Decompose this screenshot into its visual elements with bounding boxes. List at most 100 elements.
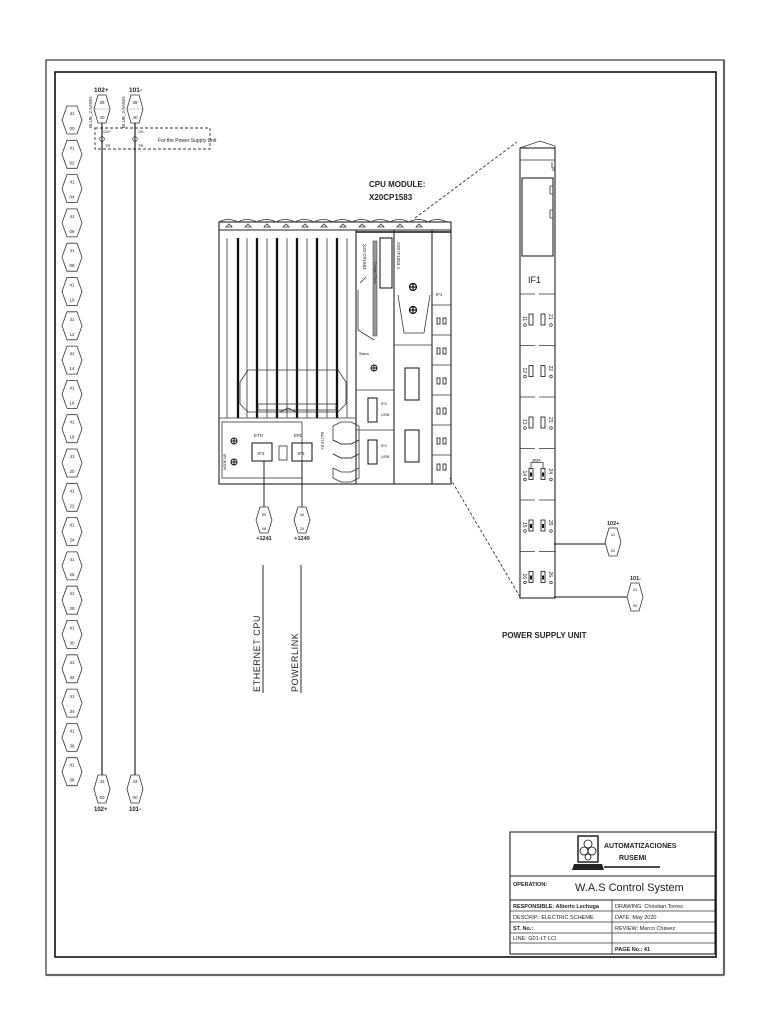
node-switch-icon[interactable] [230, 437, 238, 445]
top-terminal-101minus[interactable]: 101- 39 40 [126, 87, 144, 124]
power-supply-caption: POWER SUPPLY UNIT [502, 631, 587, 640]
cpu-module-title: CPU MODULE: [369, 180, 425, 189]
status-led-icon [370, 364, 378, 372]
svg-text:06: 06 [69, 229, 75, 234]
psu-terminal-row[interactable]: 11 21 [521, 313, 553, 327]
company-name: AUTOMATIZACIONES [604, 843, 677, 850]
svg-text:102+: 102+ [532, 458, 542, 463]
svg-text:41: 41 [69, 488, 75, 493]
svg-text:41: 41 [69, 317, 75, 322]
bottom-terminal-102plus[interactable]: 43 00 102+ [93, 774, 111, 813]
svg-text:41: 41 [69, 145, 75, 150]
svg-text:IF5: IF5 [381, 401, 388, 406]
svg-text:41: 41 [633, 587, 638, 592]
svg-text:40: 40 [300, 512, 305, 517]
svg-text:ETH: ETH [254, 433, 263, 438]
svg-text:02: 02 [611, 548, 616, 553]
cross-ref-hex[interactable]: 41 02 [61, 139, 83, 169]
cable-ref-ethernet[interactable]: 50 08 +1241 [255, 506, 273, 542]
operation-value: W.A.S Control System [575, 882, 684, 894]
status-label: Status [359, 352, 369, 356]
st-no-field: ST. No.: [513, 926, 533, 932]
power-supply-note: For the Power Supply Unit [158, 138, 217, 144]
drawing-frame [54, 71, 717, 958]
svg-text:IF2: IF2 [258, 451, 265, 456]
svg-text:14: 14 [521, 471, 527, 477]
svg-text:43: 43 [99, 779, 105, 784]
cross-ref-hex[interactable]: 41 06 [61, 208, 83, 238]
svg-text:41: 41 [69, 626, 75, 631]
operation-label: OPERATION: [513, 882, 547, 888]
svg-text:101-: 101- [129, 87, 142, 94]
cpu-module-model: X20CP1583 [369, 193, 413, 202]
svg-text:26: 26 [547, 572, 553, 578]
svg-text:EPL: EPL [294, 433, 303, 438]
usb-port-if5[interactable] [367, 397, 378, 423]
rotary-switch-icon[interactable] [408, 282, 418, 292]
svg-text:28: 28 [69, 606, 75, 611]
svg-text:00: 00 [132, 795, 138, 800]
psu-output-102plus[interactable]: 102+ 41 02 [604, 521, 622, 557]
cross-ref-hex[interactable]: 41 34 [61, 688, 83, 718]
svg-text:21: 21 [547, 314, 553, 320]
svg-text:16: 16 [521, 574, 527, 580]
rj45-port[interactable] [404, 367, 420, 401]
svg-text:02: 02 [633, 603, 638, 608]
svg-text:TB: TB [138, 143, 143, 148]
wire-note-1: BLUE_2.5AWG [88, 96, 93, 128]
responsible-field: RESPONSIBLE: Alberto Lechuga [513, 904, 600, 910]
rj45-port[interactable] [404, 429, 420, 463]
eth-port-if2[interactable] [251, 442, 273, 462]
svg-text:41: 41 [69, 591, 75, 596]
bottom-terminal-101minus[interactable]: 43 00 101- [126, 774, 144, 813]
usb-port-if4[interactable] [367, 439, 378, 465]
svg-text:USB: USB [381, 454, 390, 459]
page-no-field: PAGE No.: 41 [615, 947, 650, 953]
psu-output-101minus[interactable]: 101- 41 02 [626, 576, 644, 612]
svg-text:11: 11 [521, 316, 527, 321]
cpu-module: CPU MODULE: X20CP1583 [218, 141, 521, 598]
svg-text:41: 41 [69, 214, 75, 219]
rotary-switch-icon[interactable] [408, 305, 418, 315]
svg-text:02: 02 [69, 160, 75, 165]
drawing-field: DRAWING: Christian Torres [615, 904, 683, 910]
svg-text:102+: 102+ [94, 807, 108, 813]
cable-ref-powerlink[interactable]: 40 20 +1240 [293, 506, 311, 542]
top-terminal-102plus[interactable]: 102+ 39 40 [93, 87, 111, 124]
svg-text:13: 13 [521, 419, 527, 425]
cross-ref-hex[interactable]: 41 28 [61, 585, 83, 615]
company-logo-icon [572, 835, 604, 870]
svg-text:101-: 101- [138, 130, 146, 134]
svg-text:41: 41 [69, 557, 75, 562]
compact-flash-slot[interactable] [372, 240, 378, 337]
svg-text:41: 41 [69, 694, 75, 699]
svg-text:40: 40 [132, 115, 138, 120]
svg-text:41: 41 [69, 180, 75, 185]
svg-text:41: 41 [69, 283, 75, 288]
svg-text:34: 34 [69, 709, 75, 714]
node-switch-icon[interactable] [230, 458, 238, 466]
